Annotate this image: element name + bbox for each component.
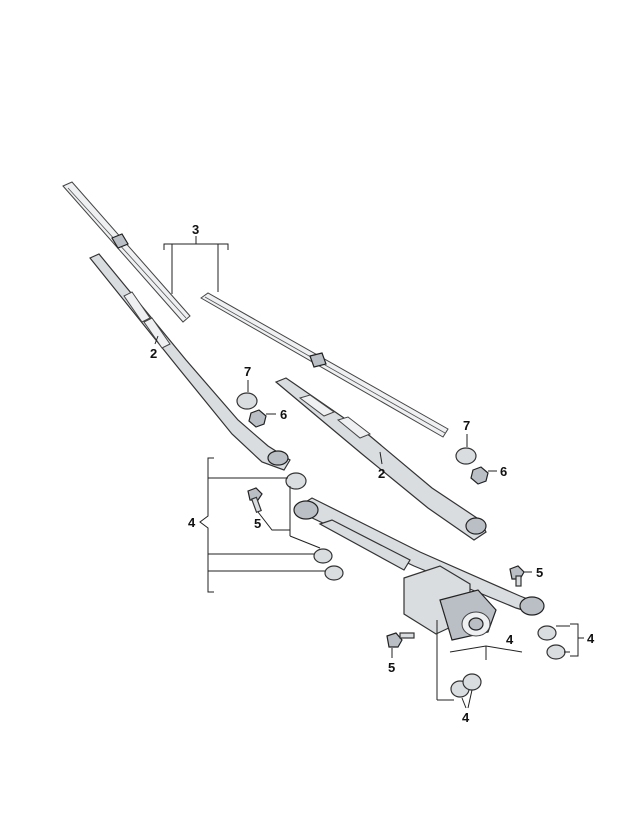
nut-right-b	[546, 644, 566, 660]
leader-lines	[154, 236, 584, 709]
callout-labels: 3 2 2 7 6 7 6 4 5 5 5 4 4 4	[150, 222, 595, 725]
wiper-blade-right	[200, 292, 449, 438]
callout-4-group-left: 4	[188, 515, 196, 530]
cap-left	[236, 392, 258, 410]
callout-7-cap-right: 7	[463, 418, 470, 433]
bolt-left	[247, 487, 263, 514]
callout-4-group-right: 4	[587, 631, 595, 646]
callout-2-arm-left: 2	[150, 346, 157, 361]
callout-5-bolt-left: 5	[254, 516, 261, 531]
callout-7-cap-left: 7	[244, 364, 251, 379]
callout-5-bolt-bottom: 5	[388, 660, 395, 675]
wiper-blade-left	[62, 181, 191, 323]
callout-6-nut-left: 6	[280, 407, 287, 422]
nut-left-lower-a	[313, 548, 333, 564]
callout-4-group-bottom-a: 4	[506, 632, 514, 647]
callout-2-arm-right: 2	[378, 466, 385, 481]
callout-6-nut-right: 6	[500, 464, 507, 479]
washer-left-upper	[285, 472, 307, 490]
bolt-right	[509, 565, 525, 587]
wiper-motor	[403, 565, 497, 641]
nut-left-lower-b	[324, 565, 344, 581]
bolt-bottom	[386, 632, 415, 648]
nut-right-a	[537, 625, 557, 641]
nut-left	[248, 409, 267, 428]
wiper-arm-left	[89, 253, 291, 471]
callout-4-group-bottom-b: 4	[462, 710, 470, 725]
wiper-linkage	[293, 497, 545, 616]
nut-right	[470, 466, 489, 485]
cap-right	[455, 447, 477, 465]
callout-3-blade: 3	[192, 222, 199, 237]
callout-5-bolt-right: 5	[536, 565, 543, 580]
nut-bottom-b	[462, 673, 482, 691]
